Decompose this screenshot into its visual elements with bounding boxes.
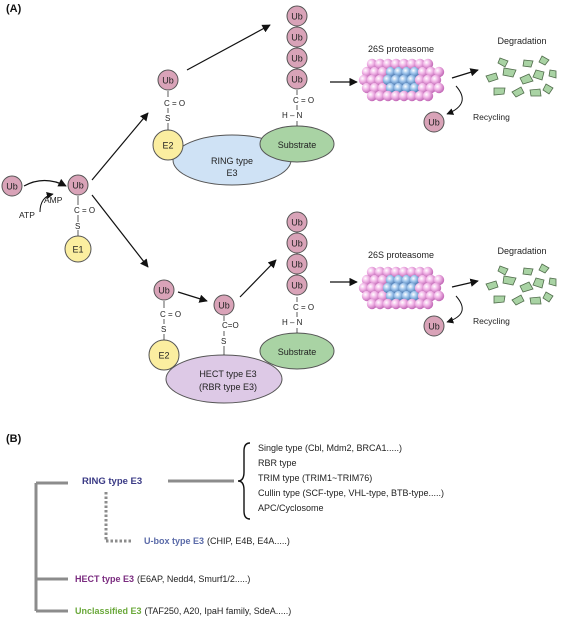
ring-proteasome-label: 26S proteasome: [368, 44, 434, 54]
unclassified-e3-title: Unclassified E3: [75, 606, 142, 616]
ring-recycling-label: Recycling: [473, 112, 510, 122]
hect-proteasome-label: 26S proteasome: [368, 250, 434, 260]
hect-degradation-arrow: [451, 278, 479, 288]
hect-e2-co: C = O: [160, 310, 181, 319]
svg-text:Ub: Ub: [291, 239, 303, 249]
svg-text:E2: E2: [162, 141, 173, 151]
hect-recycling-arrow: [446, 295, 463, 324]
svg-text:Substrate: Substrate: [278, 347, 317, 357]
ring-polyub-chain: Ub Ub Ub Ub: [286, 5, 308, 90]
svg-text:Substrate: Substrate: [278, 140, 317, 150]
ring-subtype: TRIM type (TRIM1~TRIM76): [258, 473, 372, 483]
ring-subtype: APC/Cyclosome: [258, 503, 324, 513]
branch-arrow-hect: [91, 194, 149, 268]
svg-text:Ub: Ub: [158, 286, 170, 296]
hect-transfer-arrow: [239, 259, 277, 298]
ring-substrate-hn: H – N: [282, 111, 303, 120]
svg-text:HECT type E3: HECT type E3: [199, 369, 256, 379]
hect-substrate-co: C = O: [293, 303, 314, 312]
ub-activation-arrow: [23, 178, 67, 187]
hect-co: C=O: [222, 321, 239, 330]
svg-text:Ub: Ub: [162, 76, 174, 86]
unclassified-e3-examples: (TAF250, A20, IpaH family, SdeA.....): [145, 606, 292, 616]
svg-text:Ub: Ub: [72, 181, 84, 191]
hect-ub: Ub: [213, 294, 235, 316]
ring-subtype-brace: [237, 442, 251, 520]
hect-type-title: HECT type E3: [75, 574, 134, 584]
e1-sulfur: S: [75, 222, 80, 231]
svg-text:Ub: Ub: [291, 33, 303, 43]
svg-text:E3: E3: [226, 168, 237, 178]
svg-text:Ub: Ub: [428, 322, 440, 332]
ring-e2-co: C = O: [164, 99, 185, 108]
e1-enzyme: E1: [64, 235, 92, 263]
hect-e2-ub: Ub: [153, 279, 175, 301]
atp-label: ATP: [19, 210, 35, 220]
svg-text:Ub: Ub: [6, 182, 18, 192]
ring-subtype: Single type (Cbl, Mdm2, BRCA1.....): [258, 443, 402, 453]
ring-substrate-co: C = O: [293, 96, 314, 105]
ring-type-title: RING type E3: [82, 476, 142, 487]
panel-b-label: (B): [6, 433, 22, 445]
ring-e2: E2: [152, 129, 184, 161]
ring-subtype: RBR type: [258, 458, 297, 468]
hect-e3-complex: HECT type E3 (RBR type E3): [165, 354, 283, 404]
ring-degradation-label: Degradation: [497, 36, 546, 46]
e1-thioester-co: C = O: [74, 206, 95, 215]
hect-substrate: Substrate: [259, 332, 335, 370]
ring-transfer-arrow: [186, 24, 271, 71]
e2-to-hect-arrow: [177, 291, 208, 303]
svg-text:Ub: Ub: [428, 118, 440, 128]
hect-degradation-label: Degradation: [497, 246, 546, 256]
hect-polyub-chain: Ub Ub Ub Ub: [286, 211, 308, 296]
ring-recycled-ub: Ub: [423, 111, 445, 133]
free-ub: Ub: [1, 175, 23, 197]
ring-e2-sulfur: S: [165, 114, 170, 123]
hect-e2: E2: [148, 339, 180, 371]
svg-text:E2: E2: [158, 351, 169, 361]
ring-peptide-fragments: [485, 55, 557, 98]
hect-sulfur: S: [221, 337, 226, 346]
hect-type-examples: (E6AP, Nedd4, Smurf1/2.....): [137, 574, 250, 584]
svg-text:Ub: Ub: [291, 12, 303, 22]
ring-subtype: Cullin type (SCF-type, VHL-type, BTB-typ…: [258, 488, 444, 498]
svg-text:Ub: Ub: [218, 301, 230, 311]
ring-e2-ub: Ub: [157, 69, 179, 91]
ring-proteasome: [358, 58, 445, 102]
ring-substrate: Substrate: [259, 125, 335, 163]
hect-recycled-ub: Ub: [423, 315, 445, 337]
atp-arrow: [39, 192, 54, 213]
ubox-type-entry: U-box type E3(CHIP, E4B, E4A.....): [144, 536, 290, 546]
svg-text:Ub: Ub: [291, 281, 303, 291]
hect-proteasome: [358, 266, 445, 310]
unclassified-e3-entry: Unclassified E3(TAF250, A20, IpaH family…: [75, 606, 291, 616]
ring-recycling-arrow: [446, 85, 463, 115]
classification-tree-lines: [34, 479, 234, 613]
svg-text:E1: E1: [72, 245, 83, 255]
ubox-type-title: U-box type E3: [144, 536, 204, 546]
svg-text:Ub: Ub: [291, 54, 303, 64]
ub-on-e1: Ub: [67, 174, 89, 196]
svg-text:Ub: Ub: [291, 260, 303, 270]
hect-e2-sulfur: S: [161, 325, 166, 334]
ubox-type-examples: (CHIP, E4B, E4A.....): [207, 536, 290, 546]
hect-peptide-fragments: [485, 263, 557, 306]
svg-text:Ub: Ub: [291, 218, 303, 228]
panel-a-label: (A): [6, 3, 22, 15]
svg-text:(RBR type E3): (RBR type E3): [199, 382, 257, 392]
hect-type-entry: HECT type E3(E6AP, Nedd4, Smurf1/2.....): [75, 574, 250, 584]
hect-recycling-label: Recycling: [473, 316, 510, 326]
svg-text:Ub: Ub: [291, 75, 303, 85]
branch-arrow-ring: [91, 112, 149, 181]
amp-label: AMP: [44, 195, 63, 205]
hect-substrate-hn: H – N: [282, 318, 303, 327]
ring-subtype-list: Single type (Cbl, Mdm2, BRCA1.....) RBR …: [258, 443, 444, 513]
svg-text:RING type: RING type: [211, 156, 253, 166]
ring-degradation-arrow: [451, 68, 479, 79]
